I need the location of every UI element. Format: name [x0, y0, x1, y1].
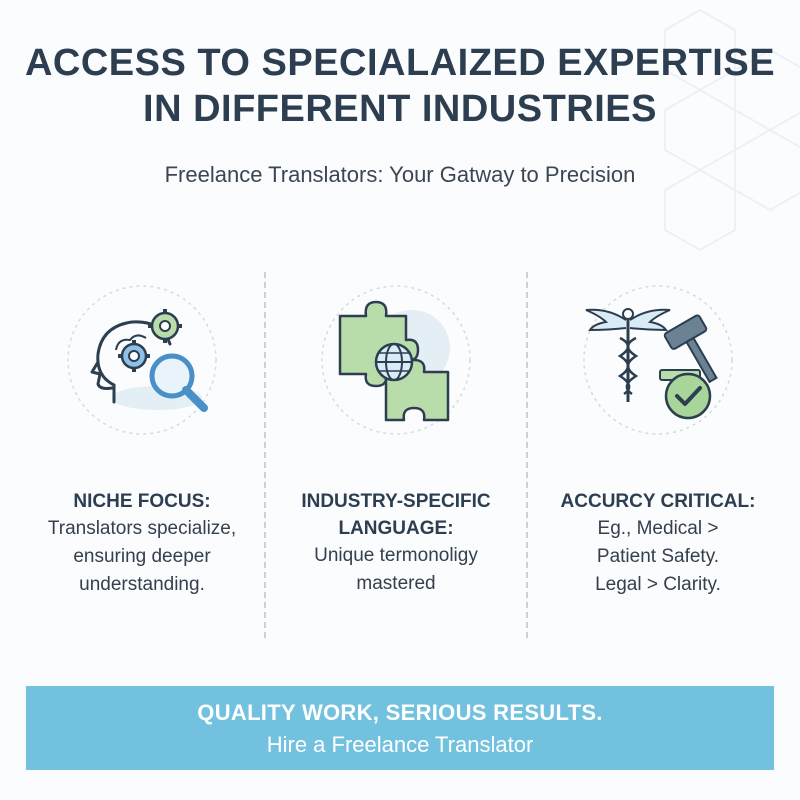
niche-focus-body-line-3: understanding. [79, 574, 205, 595]
accuracy-critical-body-line-1: Eg., Medical > [597, 518, 719, 539]
head-gears-magnifier-icon [62, 280, 222, 440]
feature-column-industry-language: INDUSTRY-SPECIFIC LANGUAGE: Unique termo… [276, 280, 516, 598]
niche-focus-body-line-1: Translators specialize, [47, 518, 237, 539]
puzzle-globe-icon [316, 280, 476, 440]
call-to-action-banner[interactable]: QUALITY WORK, SERIOUS RESULTS. Hire a Fr… [26, 686, 774, 770]
title-line-1: ACCESS TO SPECIALAIZED EXPERTISE [24, 42, 776, 84]
industry-language-heading-line-1: INDUSTRY-SPECIFIC [301, 491, 491, 512]
banner-tagline: QUALITY WORK, SERIOUS RESULTS. [197, 700, 603, 725]
page-title: ACCESS TO SPECIALAIZED EXPERTISE IN DIFF… [0, 40, 800, 132]
industry-language-body: Unique termonoligy mastered [276, 542, 516, 598]
feature-column-niche-focus: NICHE FOCUS: Translators specialize, ens… [22, 280, 262, 599]
industry-language-heading-line-2: LANGUAGE: [338, 518, 454, 539]
niche-focus-heading: NICHE FOCUS: [73, 491, 211, 512]
title-line-2: IN DIFFERENT INDUSTRIES [143, 88, 657, 130]
accuracy-critical-heading: ACCURCY CRITICAL: [560, 491, 756, 512]
accuracy-critical-body-line-3: Legal > Clarity. [595, 574, 721, 595]
accuracy-critical-body: Eg., Medical > Patient Safety. Legal > C… [538, 515, 778, 599]
niche-focus-body-line-2: ensuring deeper [73, 546, 211, 567]
industry-language-body-line-1: Unique termonoligy [314, 545, 478, 566]
feature-column-accuracy-critical: ACCURCY CRITICAL: Eg., Medical > Patient… [538, 280, 778, 599]
column-divider-2 [526, 272, 528, 638]
column-divider-1 [264, 272, 266, 638]
niche-focus-body: Translators specialize, ensuring deeper … [22, 515, 262, 599]
page-subtitle: Freelance Translators: Your Gatway to Pr… [164, 162, 636, 187]
accuracy-critical-body-line-2: Patient Safety. [596, 546, 720, 567]
industry-language-body-line-2: mastered [356, 573, 436, 594]
background-hexagon-pattern [664, 8, 800, 252]
banner-cta-text[interactable]: Hire a Freelance Translator [266, 732, 534, 757]
caduceus-gavel-check-icon [578, 280, 738, 440]
industry-language-heading: INDUSTRY-SPECIFIC LANGUAGE: [276, 488, 516, 542]
